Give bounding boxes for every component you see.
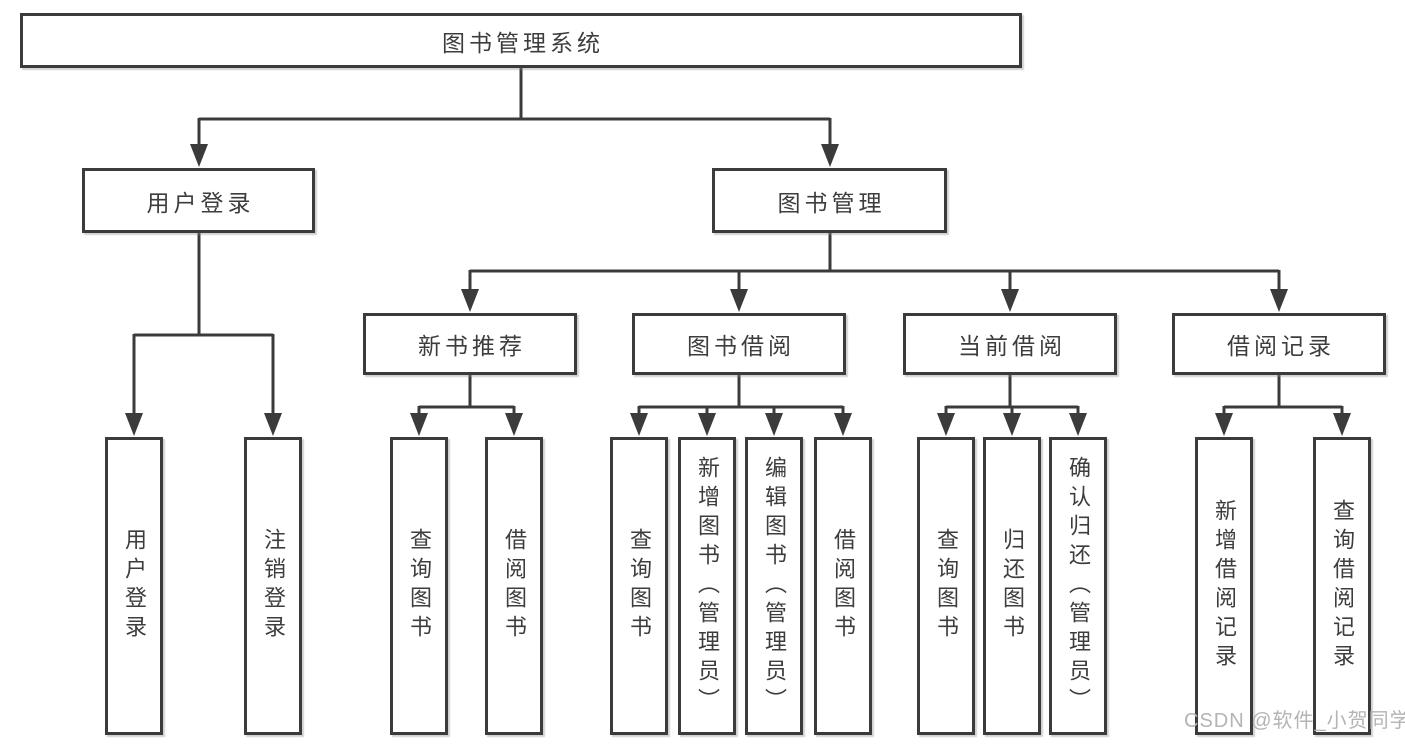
leaf-borrow-books-recommend: 借阅图书 <box>485 437 543 735</box>
node-book-borrow: 图书借阅 <box>632 313 846 375</box>
arrowheads-new-book-recommend <box>410 413 523 436</box>
connector-root <box>197 68 832 146</box>
node-borrow-records: 借阅记录 <box>1172 313 1386 375</box>
arrowheads-user-login <box>125 413 282 436</box>
leaf-return-book-label: 归还图书 <box>1000 528 1025 644</box>
node-current-borrow-label: 当前借阅 <box>958 333 1066 359</box>
leaf-return-book: 归还图书 <box>983 437 1041 735</box>
leaf-add-borrow-record-label: 新增借阅记录 <box>1212 499 1237 673</box>
node-user-login: 用户登录 <box>82 168 315 233</box>
leaf-edit-book-admin-label: 编辑图书（管理员） <box>762 455 787 717</box>
node-root: 图书管理系统 <box>20 13 1022 68</box>
arrowheads-book-management <box>461 289 1288 312</box>
connector-user-login <box>132 233 275 416</box>
leaf-add-borrow-record: 新增借阅记录 <box>1195 437 1253 735</box>
node-root-label: 图书管理系统 <box>442 29 604 56</box>
leaf-logout-label: 注销登录 <box>261 528 286 644</box>
leaf-query-books-recommend: 查询图书 <box>390 437 448 735</box>
node-user-login-label: 用户登录 <box>146 189 255 216</box>
connector-current-borrow <box>944 375 1080 416</box>
leaf-add-book-admin-label: 新增图书（管理员） <box>695 455 720 717</box>
leaf-query-borrow-record-label: 查询借阅记录 <box>1330 499 1355 673</box>
leaf-borrow-books-label: 借阅图书 <box>831 528 856 644</box>
connector-book-management <box>468 233 1281 292</box>
arrowheads-borrow-records <box>1215 413 1351 436</box>
node-new-book-recommend-label: 新书推荐 <box>418 333 526 359</box>
leaf-borrow-books: 借阅图书 <box>814 437 872 735</box>
leaf-query-books-recommend-label: 查询图书 <box>407 528 432 644</box>
arrowheads-book-borrow <box>630 413 852 436</box>
node-book-management: 图书管理 <box>712 168 947 233</box>
leaf-query-books-borrow: 查询图书 <box>610 437 668 735</box>
leaf-borrow-books-recommend-label: 借阅图书 <box>502 528 527 644</box>
node-book-borrow-label: 图书借阅 <box>687 333 795 359</box>
leaf-user-login: 用户登录 <box>105 437 163 735</box>
connector-book-borrow <box>637 375 845 416</box>
leaf-confirm-return-admin-label: 确认归还（管理员） <box>1066 455 1091 717</box>
leaf-query-books-current: 查询图书 <box>917 437 975 735</box>
connector-new-book-recommend <box>417 375 516 416</box>
leaf-query-books-borrow-label: 查询图书 <box>627 528 652 644</box>
arrowheads-current-borrow <box>937 413 1087 436</box>
leaf-query-borrow-record: 查询借阅记录 <box>1313 437 1371 735</box>
arrowheads-root <box>190 144 839 167</box>
leaf-logout: 注销登录 <box>244 437 302 735</box>
leaf-user-login-label: 用户登录 <box>122 528 147 644</box>
leaf-add-book-admin: 新增图书（管理员） <box>678 437 736 735</box>
node-book-management-label: 图书管理 <box>777 189 886 216</box>
node-borrow-records-label: 借阅记录 <box>1227 333 1335 359</box>
leaf-confirm-return-admin: 确认归还（管理员） <box>1049 437 1107 735</box>
node-current-borrow: 当前借阅 <box>903 313 1117 375</box>
csdn-watermark: CSDN @软件_小贺同学 <box>1184 710 1405 732</box>
node-new-book-recommend: 新书推荐 <box>363 313 577 375</box>
leaf-edit-book-admin: 编辑图书（管理员） <box>745 437 803 735</box>
leaf-query-books-current-label: 查询图书 <box>934 528 959 644</box>
connector-borrow-records <box>1222 375 1344 416</box>
